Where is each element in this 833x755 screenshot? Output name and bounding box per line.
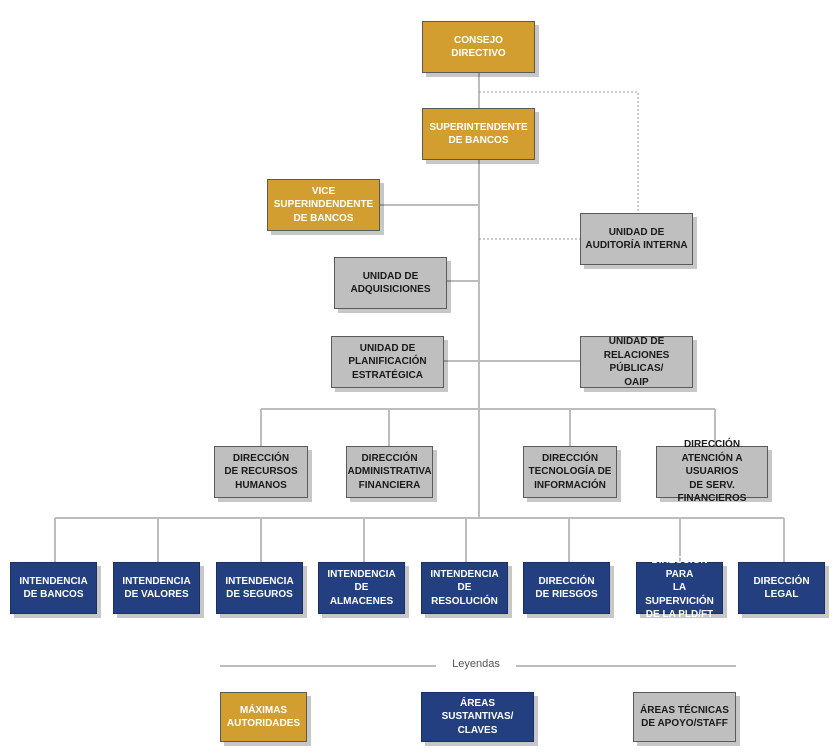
legend-maximas-autoridades: MÁXIMAS AUTORIDADES <box>220 692 307 742</box>
intendencia-valores-box: INTENDENCIA DE VALORES <box>113 562 200 614</box>
intendencia-seguros-box: INTENDENCIA DE SEGUROS <box>216 562 303 614</box>
legend-areas-sustantivas: ÁREAS SUSTANTIVAS/ CLAVES <box>421 692 534 742</box>
intendencia-resolucion-box: INTENDENCIA DE RESOLUCIÓN <box>421 562 508 614</box>
intendencia-bancos-box: INTENDENCIA DE BANCOS <box>10 562 97 614</box>
superintendente-box: SUPERINTENDENTE DE BANCOS <box>422 108 535 160</box>
direccion-legal-box: DIRECCIÓN LEGAL <box>738 562 825 614</box>
direccion-administrativa-box: DIRECCIÓN ADMINISTRATIVA FINANCIERA <box>346 446 433 498</box>
planificacion-box: UNIDAD DE PLANIFICACIÓN ESTRATÉGICA <box>331 336 444 388</box>
auditoria-interna-box: UNIDAD DE AUDITORÍA INTERNA <box>580 213 693 265</box>
direccion-pld-ft-box: DIRECCIÓN PARA LA SUPERVICIÓN DE LA PLD/… <box>636 555 723 620</box>
adquisiciones-box: UNIDAD DE ADQUISICIONES <box>334 257 447 309</box>
direccion-atencion-usuarios-box: DIRECCIÓN ATENCIÓN A USUARIOS DE SERV. F… <box>656 439 768 504</box>
direccion-riesgos-box: DIRECCIÓN DE RIESGOS <box>523 562 610 614</box>
relaciones-publicas-box: UNIDAD DE RELACIONES PÚBLICAS/ OAIP <box>580 336 693 388</box>
vice-superintendente-box: VICE SUPERINDENDENTE DE BANCOS <box>267 179 380 231</box>
direccion-tecnologia-box: DIRECCIÓN TECNOLOGÍA DE INFORMACIÓN <box>523 446 617 498</box>
direccion-rrhh-box: DIRECCIÓN DE RECURSOS HUMANOS <box>214 446 308 498</box>
legend-areas-tecnicas-staff: ÁREAS TÉCNICAS DE APOYO/STAFF <box>633 692 736 742</box>
intendencia-almacenes-box: INTENDENCIA DE ALMACENES <box>318 562 405 614</box>
consejo-directivo-box: CONSEJO DIRECTIVO <box>422 21 535 73</box>
connector-auditoria-dotted-top <box>479 91 639 213</box>
legend-title: Leyendas <box>436 658 516 670</box>
